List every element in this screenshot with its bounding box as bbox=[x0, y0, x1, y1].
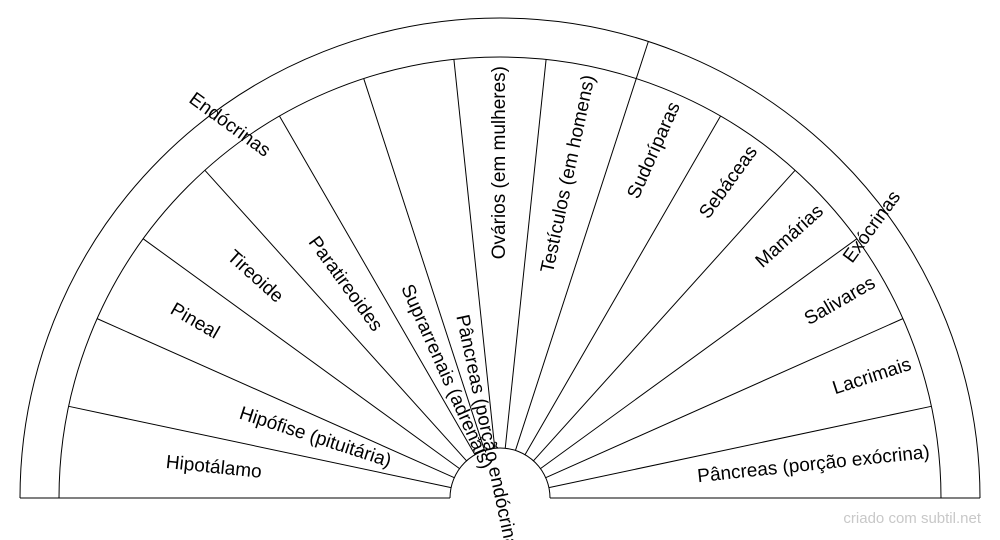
sector-label: Hipotálamo bbox=[165, 452, 263, 483]
sector-divider bbox=[548, 405, 932, 489]
sector-label: Pineal bbox=[167, 299, 223, 344]
group-divider bbox=[635, 41, 649, 79]
sector-divider bbox=[96, 318, 455, 479]
sector-divider bbox=[453, 59, 496, 449]
chart-outline bbox=[19, 17, 981, 499]
sector-divider bbox=[514, 78, 637, 451]
sector-divider bbox=[204, 169, 467, 462]
sector-dividers bbox=[68, 59, 932, 489]
sector-label: Sebáceas bbox=[695, 142, 762, 223]
sector-divider bbox=[279, 115, 476, 455]
sector-label: Lacrimais bbox=[830, 354, 914, 399]
sector-label: Testículos (em homens) bbox=[537, 73, 599, 275]
sector-divider bbox=[540, 238, 858, 470]
sector-label: Ovários (em mulheres) bbox=[489, 66, 510, 259]
sector-label: Sudoríparas bbox=[624, 99, 685, 202]
sector-divider bbox=[142, 238, 460, 470]
outer-arc bbox=[19, 17, 981, 499]
sector-divider bbox=[363, 78, 486, 451]
sector-divider bbox=[68, 405, 452, 489]
group-ring-arc bbox=[58, 56, 942, 499]
sector-label: Mamárias bbox=[752, 201, 828, 272]
group-label: Exócrinas bbox=[839, 187, 905, 267]
inner-arc bbox=[449, 447, 551, 499]
credit-text: criado com subtil.net bbox=[843, 510, 981, 527]
sector-label: Tireoide bbox=[223, 246, 288, 307]
sector-label: Paratireoides bbox=[304, 233, 387, 336]
sector-label: Salivares bbox=[801, 272, 879, 329]
sector-divider bbox=[533, 169, 796, 462]
sector-divider bbox=[545, 318, 904, 479]
sector-divider bbox=[524, 115, 721, 455]
sector-divider bbox=[504, 59, 547, 449]
